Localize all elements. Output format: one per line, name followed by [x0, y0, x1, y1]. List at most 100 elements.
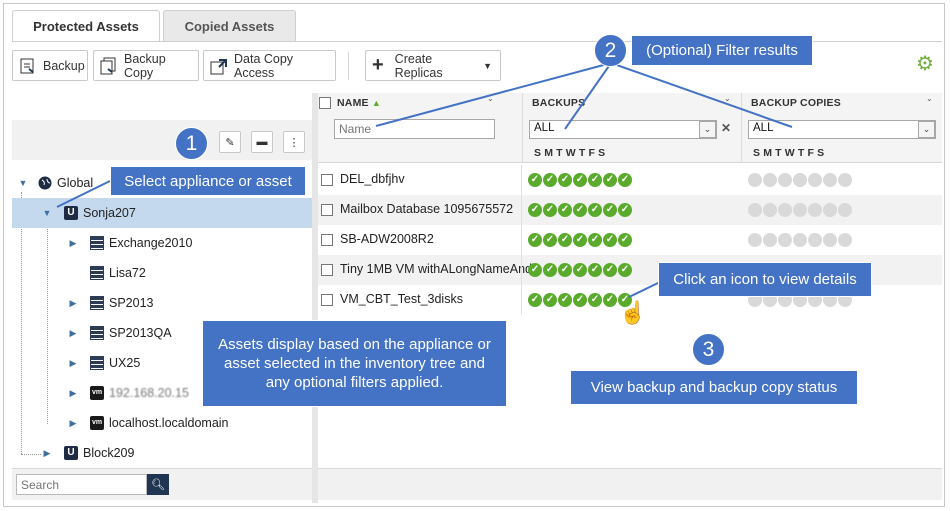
backup-success-icon[interactable]: ✓ — [573, 263, 587, 277]
backup-success-icon[interactable]: ✓ — [603, 293, 617, 307]
edit-button[interactable]: ✎ — [219, 131, 241, 153]
tab-copied-assets[interactable]: Copied Assets — [163, 10, 296, 42]
backup-success-icon[interactable]: ✓ — [528, 263, 542, 277]
tree-item-sp2013[interactable]: ▶ SP2013 — [12, 288, 312, 318]
column-header-backup-copies[interactable]: BACKUP COPIES — [751, 97, 841, 109]
row-checkbox[interactable] — [321, 264, 333, 276]
copies-filter-dropdown[interactable]: ⌄ — [918, 121, 935, 138]
backup-success-icon[interactable]: ✓ — [618, 263, 632, 277]
no-copy-icon[interactable] — [748, 233, 762, 247]
backup-success-icon[interactable]: ✓ — [573, 173, 587, 187]
backup-copy-button[interactable]: Backup Copy — [93, 50, 199, 81]
backup-success-icon[interactable]: ✓ — [558, 173, 572, 187]
tree-search-input[interactable] — [16, 474, 147, 495]
no-copy-icon[interactable] — [763, 233, 777, 247]
data-copy-access-button[interactable]: Data Copy Access — [203, 50, 336, 81]
backup-success-icon[interactable]: ✓ — [558, 293, 572, 307]
tree-item-vcenter[interactable]: ▶ vm 192.168.20.15 — [12, 378, 312, 408]
backup-success-icon[interactable]: ✓ — [618, 293, 632, 307]
row-checkbox[interactable] — [321, 204, 333, 216]
expand-right-icon[interactable]: ▶ — [69, 417, 77, 428]
backup-success-icon[interactable]: ✓ — [558, 203, 572, 217]
row-checkbox[interactable] — [321, 174, 333, 186]
backup-success-icon[interactable]: ✓ — [588, 173, 602, 187]
no-copy-icon[interactable] — [778, 173, 792, 187]
no-copy-icon[interactable] — [793, 173, 807, 187]
column-header-name[interactable]: NAME ▲ — [337, 97, 381, 109]
select-all-checkbox[interactable] — [319, 97, 331, 109]
backup-success-icon[interactable]: ✓ — [528, 203, 542, 217]
backup-success-icon[interactable]: ✓ — [543, 233, 557, 247]
backup-success-icon[interactable]: ✓ — [573, 203, 587, 217]
backup-success-icon[interactable]: ✓ — [603, 263, 617, 277]
tree-item-sp2013qa[interactable]: ▶ SP2013QA — [12, 318, 312, 348]
backup-success-icon[interactable]: ✓ — [573, 293, 587, 307]
no-copy-icon[interactable] — [808, 233, 822, 247]
expand-down-icon[interactable]: ▼ — [18, 178, 28, 188]
chevron-down-icon[interactable]: ⌄ — [487, 94, 494, 103]
backup-success-icon[interactable]: ✓ — [588, 263, 602, 277]
expand-down-icon[interactable]: ▼ — [42, 208, 52, 218]
expand-right-icon[interactable]: ▶ — [43, 447, 51, 458]
copies-filter-select[interactable]: ALL — [748, 120, 936, 139]
no-copy-icon[interactable] — [748, 203, 762, 217]
no-copy-icon[interactable] — [793, 233, 807, 247]
create-replicas-button[interactable]: + Create Replicas ▼ — [365, 50, 501, 81]
no-copy-icon[interactable] — [793, 203, 807, 217]
tree-item-sonja207[interactable]: ▼ U Sonja207 — [12, 198, 312, 228]
no-copy-icon[interactable] — [838, 233, 852, 247]
expand-right-icon[interactable]: ▶ — [69, 237, 77, 248]
expand-right-icon[interactable]: ▶ — [69, 297, 77, 308]
backup-success-icon[interactable]: ✓ — [528, 173, 542, 187]
no-copy-icon[interactable] — [778, 203, 792, 217]
backup-button[interactable]: Backup — [12, 50, 88, 81]
backup-success-icon[interactable]: ✓ — [543, 293, 557, 307]
no-copy-icon[interactable] — [778, 233, 792, 247]
backup-success-icon[interactable]: ✓ — [603, 173, 617, 187]
row-checkbox[interactable] — [321, 234, 333, 246]
backup-success-icon[interactable]: ✓ — [558, 233, 572, 247]
backup-success-icon[interactable]: ✓ — [528, 233, 542, 247]
tree-item-lisa72[interactable]: Lisa72 — [12, 258, 312, 288]
chevron-down-icon[interactable]: ⌄ — [724, 94, 731, 103]
no-copy-icon[interactable] — [748, 173, 762, 187]
backup-success-icon[interactable]: ✓ — [543, 263, 557, 277]
backup-success-icon[interactable]: ✓ — [588, 203, 602, 217]
backup-success-icon[interactable]: ✓ — [603, 233, 617, 247]
backup-success-icon[interactable]: ✓ — [558, 263, 572, 277]
table-row[interactable]: Mailbox Database 1095675572✓✓✓✓✓✓✓ — [318, 195, 942, 225]
backup-success-icon[interactable]: ✓ — [528, 293, 542, 307]
backup-success-icon[interactable]: ✓ — [573, 233, 587, 247]
backup-success-icon[interactable]: ✓ — [618, 203, 632, 217]
backup-success-icon[interactable]: ✓ — [543, 173, 557, 187]
row-checkbox[interactable] — [321, 294, 333, 306]
tree-view-button[interactable]: ⋮ — [283, 131, 305, 153]
no-copy-icon[interactable] — [823, 173, 837, 187]
no-copy-icon[interactable] — [763, 173, 777, 187]
column-header-backups[interactable]: BACKUPS — [532, 97, 586, 109]
tree-item-ux25[interactable]: ▶ UX25 — [12, 348, 312, 378]
backup-success-icon[interactable]: ✓ — [618, 173, 632, 187]
expand-right-icon[interactable]: ▶ — [69, 387, 77, 398]
table-row[interactable]: SB-ADW2008R2✓✓✓✓✓✓✓ — [318, 225, 942, 255]
clear-filter-icon[interactable]: ✕ — [721, 121, 732, 135]
tree-item-localhost[interactable]: ▶ vm localhost.localdomain — [12, 408, 312, 438]
no-copy-icon[interactable] — [838, 173, 852, 187]
backup-success-icon[interactable]: ✓ — [588, 293, 602, 307]
backups-filter-dropdown[interactable]: ⌄ — [699, 121, 716, 138]
backup-success-icon[interactable]: ✓ — [618, 233, 632, 247]
tree-item-exchange2010[interactable]: ▶ Exchange2010 — [12, 228, 312, 258]
backup-success-icon[interactable]: ✓ — [603, 203, 617, 217]
name-filter-input[interactable] — [334, 119, 495, 139]
tab-protected-assets[interactable]: Protected Assets — [12, 10, 160, 42]
expand-right-icon[interactable]: ▶ — [69, 357, 77, 368]
tree-item-block209[interactable]: ▶ U Block209 — [12, 438, 312, 468]
backup-success-icon[interactable]: ✓ — [543, 203, 557, 217]
panel-splitter[interactable] — [312, 93, 318, 503]
table-row[interactable]: DEL_dbfjhv✓✓✓✓✓✓✓ — [318, 165, 942, 195]
gear-icon[interactable]: ⚙ — [916, 53, 934, 75]
no-copy-icon[interactable] — [808, 203, 822, 217]
no-copy-icon[interactable] — [823, 233, 837, 247]
no-copy-icon[interactable] — [763, 203, 777, 217]
folder-button[interactable]: ▬ — [251, 131, 273, 153]
